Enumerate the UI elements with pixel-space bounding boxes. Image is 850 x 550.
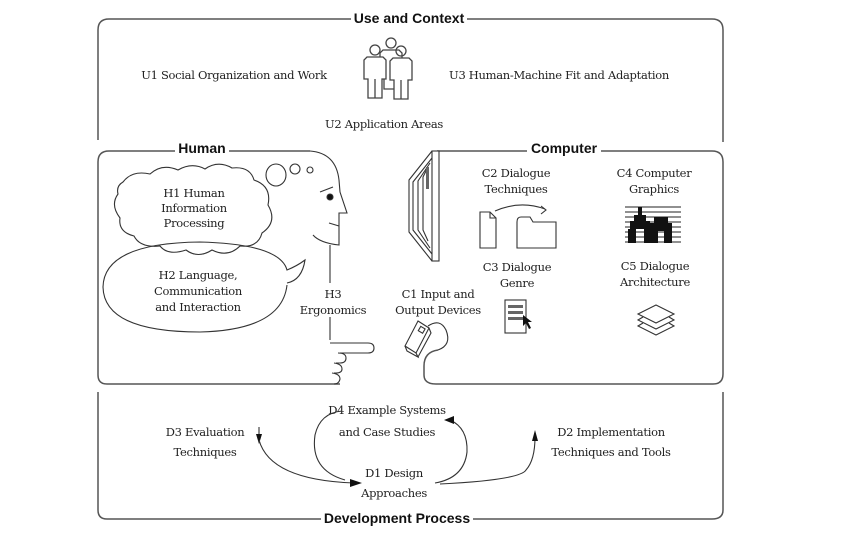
c4-label-line1: C4 Computer xyxy=(617,166,693,180)
h3-label-line2: Ergonomics xyxy=(300,303,367,317)
c4-label-line2: Graphics xyxy=(629,182,679,196)
process-arrows xyxy=(256,410,538,487)
d4-arrowhead xyxy=(444,416,454,424)
h1-label-line3: Processing xyxy=(164,216,226,230)
d3-label-line2: Techniques xyxy=(174,445,237,459)
human-head-profile-icon xyxy=(309,150,348,340)
thought-bubbles xyxy=(265,163,314,187)
u2-label: U2 Application Areas xyxy=(325,117,443,131)
h3-label-bg xyxy=(302,283,364,317)
h2-label-line1: H2 Language, xyxy=(159,268,238,282)
h2-speech-bubble-shape xyxy=(102,241,306,333)
c1-label-line1: C1 Input and xyxy=(402,287,476,301)
d1-to-d2-curve xyxy=(439,436,536,485)
mouse-device-icon xyxy=(404,320,449,359)
human-title: Human xyxy=(178,140,225,156)
human-title-bg xyxy=(175,140,229,158)
people-group-icon xyxy=(363,37,413,100)
h3-label-line1: H3 xyxy=(325,287,342,301)
c3-label-line2: Genre xyxy=(500,276,535,290)
d3-arrowhead xyxy=(256,434,262,444)
c2-label-line1: Techniques xyxy=(485,182,548,196)
development-title-bg xyxy=(321,510,473,528)
h1-label-line2: Information xyxy=(161,201,228,215)
c5-label-line1: C5 Dialogue xyxy=(621,259,690,273)
computer-title-bg xyxy=(527,140,601,158)
c5-label-line2: Architecture xyxy=(619,275,690,289)
u3-label: U3 Human-Machine Fit and Adaptation xyxy=(449,68,670,82)
d2-arrowhead xyxy=(532,430,538,441)
computer-frame xyxy=(423,150,724,385)
document-to-folder-icon xyxy=(479,204,557,249)
d1-arrowhead xyxy=(350,479,362,487)
d1-label-line2: Approaches xyxy=(360,486,427,500)
h1-cloud-shape xyxy=(113,163,273,256)
use-context-title: Use and Context xyxy=(354,10,465,26)
d4-label-line2: and Case Studies xyxy=(339,425,436,439)
d4-to-d1-right-loop xyxy=(434,419,468,484)
computer-title: Computer xyxy=(531,140,598,156)
human-frame xyxy=(97,150,340,385)
development-title: Development Process xyxy=(324,510,470,526)
d2-label-line1: D2 Implementation xyxy=(557,425,666,439)
h1-label-line1: H1 Human xyxy=(163,186,225,200)
use-context-title-bg xyxy=(351,9,467,27)
d1-label-line1: D1 Design xyxy=(365,466,424,480)
d1-to-d4-left-loop xyxy=(313,410,346,481)
d3-label-line1: D3 Evaluation xyxy=(166,425,246,439)
d4-label-line1: D4 Example Systems xyxy=(328,403,446,417)
d3-to-d1-curve xyxy=(258,439,355,484)
d2-label-line2: Techniques and Tools xyxy=(551,445,671,459)
document-with-cursor-icon xyxy=(504,299,532,334)
stacked-layers-icon xyxy=(636,304,676,336)
pointing-hand-icon xyxy=(330,342,375,385)
u1-label: U1 Social Organization and Work xyxy=(141,68,328,82)
computer-graphics-icon xyxy=(625,206,681,243)
h2-label-line2: Communication xyxy=(154,284,243,298)
c2-label-line1: C2 Dialogue xyxy=(482,166,551,180)
h2-label-line3: and Interaction xyxy=(155,300,241,314)
c3-label-line1: C3 Dialogue xyxy=(483,260,552,274)
c1-label-line2: Output Devices xyxy=(395,303,481,317)
monitor-screen-icon xyxy=(408,150,440,262)
